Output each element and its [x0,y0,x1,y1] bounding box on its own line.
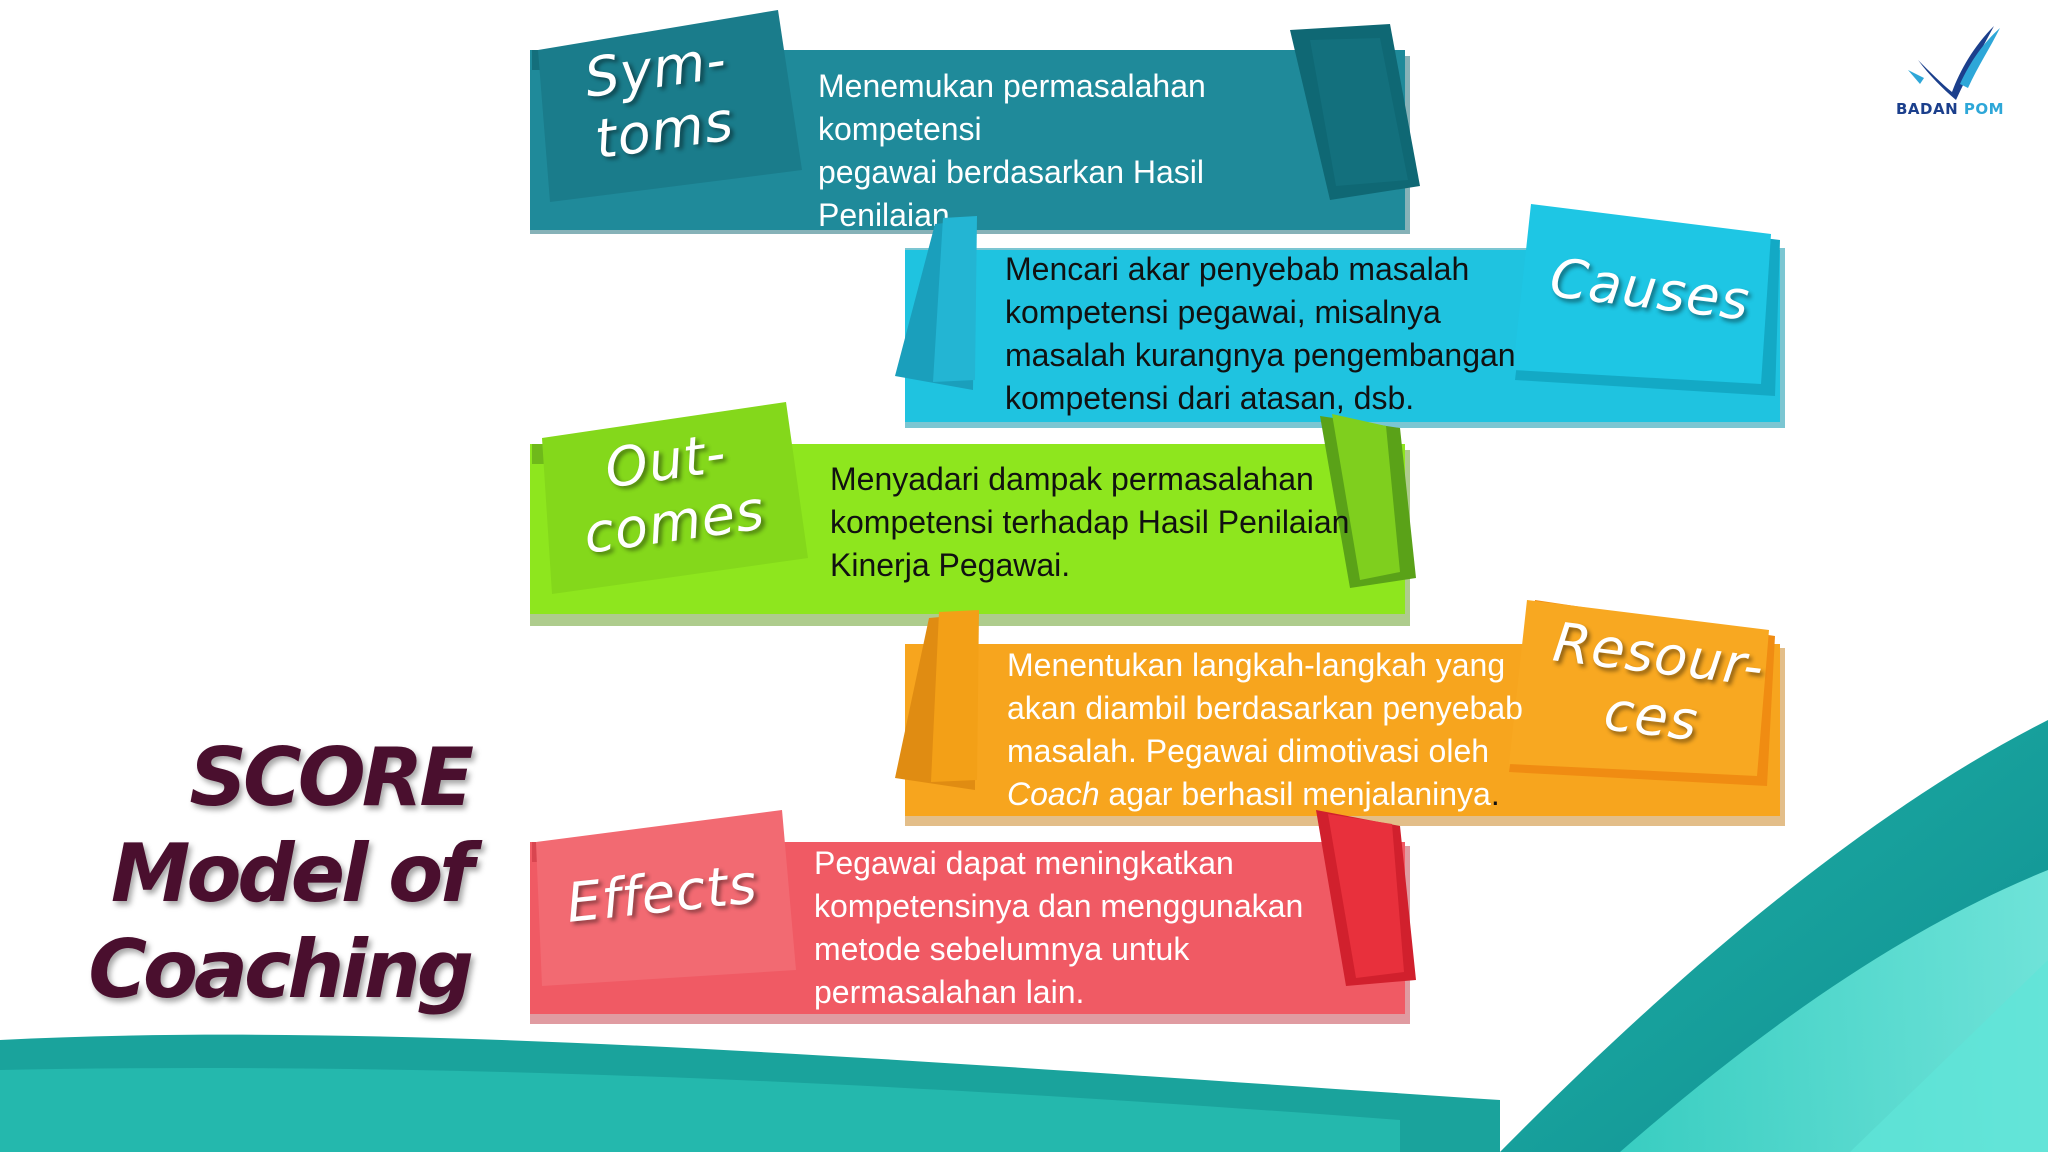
ribbon-effects: Effects Pegawai dapat meningkatkan kompe… [520,790,1420,1030]
desc-outcomes-line-1: Menyadari dampak permasalahan [830,461,1314,497]
desc-causes-line-4: kompetensi dari atasan, dsb. [1005,380,1415,416]
check-swoosh-logo-icon [1908,26,2000,100]
badan-pom-logo: BADAN POM [1890,22,2010,132]
desc-outcomes-line-2: kompetensi terhadap Hasil Penilaian [830,504,1350,540]
tag-resources: Resour- ces [1549,610,1768,754]
title-line-2: Model of [110,827,474,920]
logo-text: BADAN POM [1890,100,2010,118]
desc-resources-line-2: akan diambil berdasarkan penyebab [1007,690,1523,726]
desc-effects: Pegawai dapat meningkatkan kompetensinya… [814,842,1334,1014]
desc-effects-line-3: metode sebelumnya untuk [814,931,1190,967]
desc-effects-line-4: permasalahan lain. [814,974,1085,1010]
desc-resources-line-1: Menentukan langkah-langkah yang [1007,647,1506,683]
desc-effects-line-1: Pegawai dapat meningkatkan [814,845,1234,881]
desc-resources-line-4-end: . [1490,776,1500,812]
desc-resources-line-4: Coach agar berhasil menjalaninya. [1007,773,1527,816]
desc-resources: Menentukan langkah-langkah yang akan dia… [1007,644,1527,816]
desc-resources-line-4-rest: agar berhasil menjalaninya [1099,776,1491,812]
desc-outcomes: Menyadari dampak permasalahan kompetensi… [830,458,1350,587]
ribbon-effects-shape [530,810,1416,1024]
ribbon-causes-shape [895,204,1785,428]
ribbon-outcomes: Out- comes Menyadari dampak permasalahan… [520,398,1420,628]
desc-causes-line-2: kompetensi pegawai, misalnya [1005,294,1441,330]
title-line-1: SCORE [189,731,474,824]
ribbon-symptoms-shape [530,10,1420,234]
desc-symptoms-line-2: pegawai berdasarkan Hasil Penilaian [818,154,1204,233]
desc-causes-line-3: masalah kurangnya pengembangan [1005,337,1516,373]
desc-resources-coach: Coach [1007,776,1100,812]
title-line-3: Coaching [88,923,474,1016]
tag-effects: Effects [563,852,761,935]
desc-resources-line-3: masalah. Pegawai dimotivasi oleh [1007,733,1490,769]
slide-title: SCORE Model of Coaching [60,730,474,1018]
logo-text-b: POM [1963,100,2005,118]
desc-symptoms-line-1: Menemukan permasalahan kompetensi [818,68,1206,147]
desc-causes: Mencari akar penyebab masalah kompetensi… [1005,248,1525,420]
logo-text-a: BADAN [1895,100,1959,118]
ribbon-causes: Causes Mencari akar penyebab masalah kom… [895,200,1785,430]
ribbon-outcomes-shape [530,402,1416,626]
ribbon-resources: Resour- ces Menentukan langkah-langkah y… [895,600,1785,830]
desc-outcomes-line-3: Kinerja Pegawai. [830,547,1071,583]
ribbon-resources-shape [895,600,1785,826]
desc-symptoms: Menemukan permasalahan kompetensi pegawa… [818,65,1338,280]
ribbon-symptoms: Sym- toms Menemukan permasalahan kompete… [520,10,1420,276]
desc-effects-line-2: kompetensinya dan menggunakan [814,888,1304,924]
desc-causes-line-1: Mencari akar penyebab masalah [1005,251,1470,287]
